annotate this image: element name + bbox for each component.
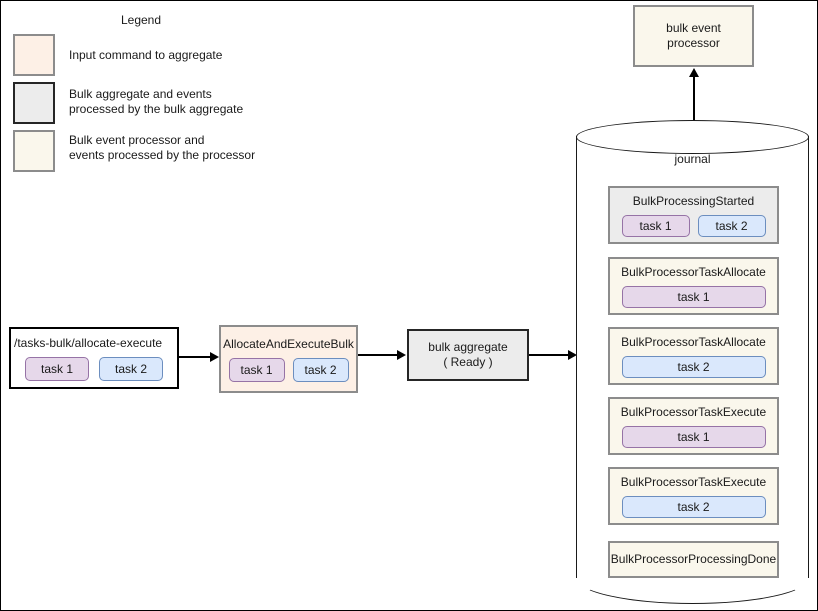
allocate-and-execute-bulk-title: AllocateAndExecuteBulk bbox=[223, 336, 354, 351]
task-pill-2[interactable]: task 2 bbox=[621, 495, 766, 518]
legend-label-processor: Bulk event processor and events processe… bbox=[69, 133, 256, 162]
arrow-head-journal-to-processor bbox=[689, 68, 699, 77]
task-pill-1[interactable]: task 1 bbox=[621, 214, 690, 237]
arrow-command-to-aggregate-command bbox=[179, 356, 211, 358]
task-pill-2[interactable]: task 2 bbox=[621, 355, 766, 378]
journal-cylinder-bottom bbox=[576, 552, 809, 604]
task-pill-1[interactable]: task 1 bbox=[228, 357, 285, 382]
journal-event[interactable]: BulkProcessorTaskAllocate task 2 bbox=[608, 327, 779, 385]
legend-title: Legend bbox=[120, 13, 162, 27]
task-pill-2[interactable]: task 2 bbox=[99, 356, 163, 381]
task-pill-2[interactable]: task 2 bbox=[697, 214, 766, 237]
task-pill-1[interactable]: task 1 bbox=[25, 356, 89, 381]
journal-event-task-row: task 2 bbox=[610, 495, 777, 518]
legend-swatch-aggregate bbox=[13, 82, 55, 124]
journal-event-task-row: task 1 bbox=[610, 285, 777, 308]
bulk-event-processor-node[interactable]: bulk event processor bbox=[633, 5, 754, 67]
journal-event-task-row: task 1 task 2 bbox=[610, 214, 777, 237]
journal-event[interactable]: BulkProcessorTaskExecute task 1 bbox=[608, 397, 779, 455]
journal-cylinder-body bbox=[576, 136, 809, 578]
journal-cylinder-top bbox=[576, 120, 809, 154]
bulk-aggregate-node[interactable]: bulk aggregate ( Ready ) bbox=[407, 329, 529, 381]
legend-label-command: Input command to aggregate bbox=[69, 48, 223, 62]
allocate-and-execute-bulk-node[interactable]: AllocateAndExecuteBulk task 1 task 2 bbox=[219, 325, 358, 393]
allocate-task-row: task 1 task 2 bbox=[221, 357, 356, 382]
journal-event-name: BulkProcessorTaskExecute bbox=[620, 474, 767, 489]
legend-swatch-processor bbox=[13, 130, 55, 172]
input-command-title: /tasks-bulk/allocate-execute bbox=[14, 335, 163, 350]
input-command-task-row: task 1 task 2 bbox=[11, 356, 177, 381]
journal-event-name: BulkProcessorTaskAllocate bbox=[621, 334, 766, 349]
legend-label-aggregate: Bulk aggregate and events processed by t… bbox=[69, 87, 244, 116]
journal-event-name: BulkProcessorProcessingDone bbox=[610, 552, 777, 566]
journal-event[interactable]: BulkProcessorTaskExecute task 2 bbox=[608, 467, 779, 525]
input-command-node[interactable]: /tasks-bulk/allocate-execute task 1 task… bbox=[9, 327, 179, 389]
journal-event-name: BulkProcessorTaskExecute bbox=[620, 404, 767, 419]
journal-event[interactable]: BulkProcessorTaskAllocate task 1 bbox=[608, 257, 779, 315]
legend-swatch-command bbox=[13, 34, 55, 76]
journal-label: journal bbox=[674, 152, 711, 166]
journal-event[interactable]: BulkProcessorProcessingDone bbox=[608, 541, 779, 578]
journal-event-name: BulkProcessingStarted bbox=[632, 193, 755, 208]
arrow-aggregate-to-journal bbox=[529, 354, 569, 356]
journal-event-task-row: task 2 bbox=[610, 355, 777, 378]
task-pill-1[interactable]: task 1 bbox=[621, 285, 766, 308]
journal-event-task-row: task 1 bbox=[610, 425, 777, 448]
task-pill-2[interactable]: task 2 bbox=[292, 357, 349, 382]
arrow-head-command-to-aggregate bbox=[397, 350, 406, 360]
bulk-event-processor-title: bulk event processor bbox=[666, 21, 721, 50]
arrow-head-command-to-aggregate-command bbox=[210, 352, 219, 362]
journal-event[interactable]: BulkProcessingStarted task 1 task 2 bbox=[608, 186, 779, 244]
arrow-command-to-aggregate bbox=[358, 354, 398, 356]
arrow-journal-to-processor bbox=[693, 76, 695, 136]
journal-event-name: BulkProcessorTaskAllocate bbox=[621, 264, 766, 279]
arrow-head-aggregate-to-journal bbox=[568, 350, 577, 360]
task-pill-1[interactable]: task 1 bbox=[621, 425, 766, 448]
bulk-aggregate-title: bulk aggregate ( Ready ) bbox=[428, 340, 508, 369]
